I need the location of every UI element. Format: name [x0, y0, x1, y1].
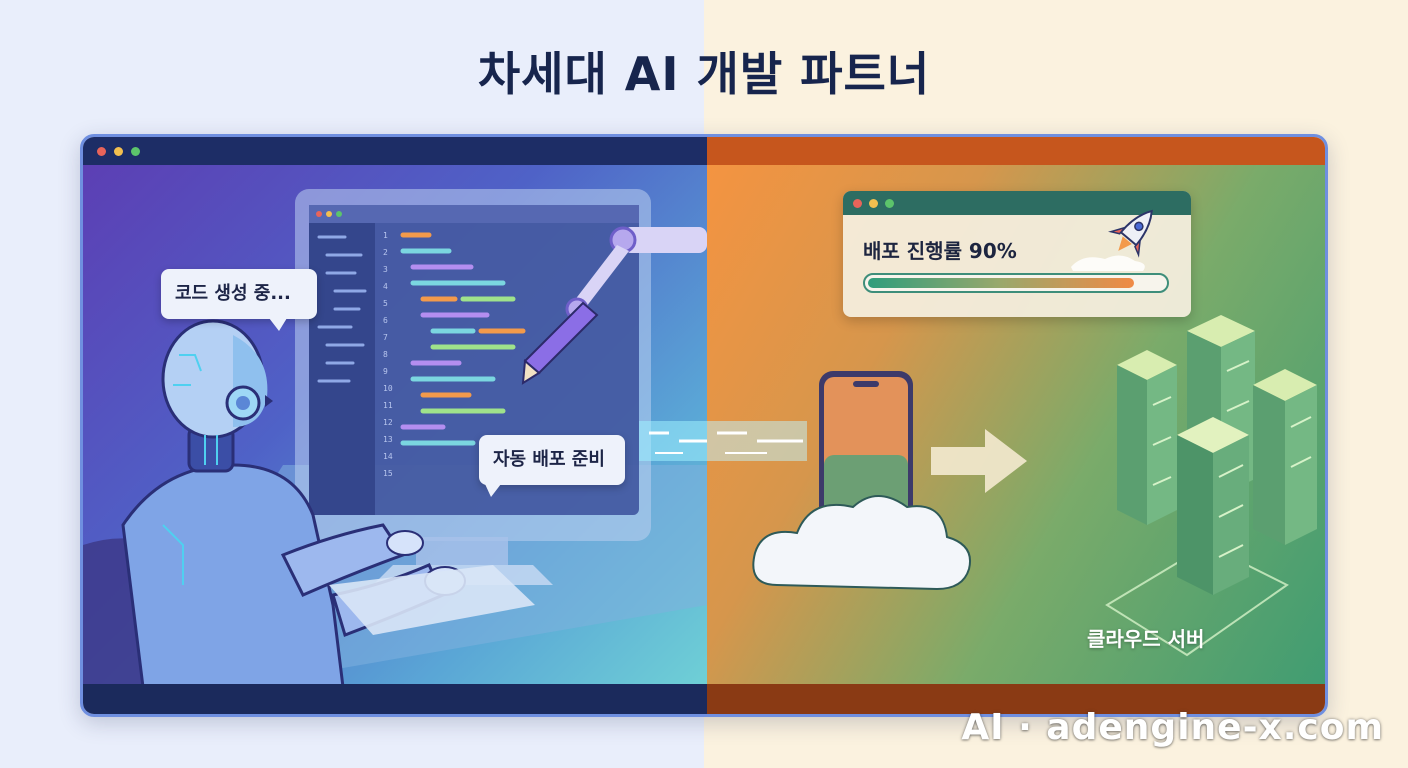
generating-code-bubble: 코드 생성 중... — [161, 269, 317, 331]
ai-coding-scene: 1 2 3 4 5 6 7 8 9 10 11 12 13 14 15 — [83, 165, 707, 687]
cloud-server-caption: 클라우드 서버 — [1087, 627, 1205, 651]
window-close-dot[interactable] — [97, 147, 106, 156]
app-window: 1 2 3 4 5 6 7 8 9 10 11 12 13 14 15 — [80, 134, 1328, 717]
line-number: 3 — [383, 265, 388, 274]
page-title: 차세대 AI 개발 파트너 — [477, 47, 931, 101]
window-bottombar-right — [707, 684, 1325, 714]
server-platform — [1105, 543, 1289, 657]
watermark-text: AI · adengine-x.com — [961, 707, 1384, 748]
line-number: 8 — [383, 350, 388, 359]
auto-deploy-bubble: 자동 배포 준비 — [479, 435, 625, 497]
deploy-window-titlebar — [843, 191, 1191, 215]
keyboard-icon — [329, 565, 535, 635]
rocket-icon — [1071, 209, 1153, 271]
cloud-deploy-scene: 배포 진행률 90% 클라우드 서버 — [707, 165, 1325, 687]
deploy-progress-label: 배포 진행률 90% — [863, 239, 1017, 263]
ai-coding-illustration: 1 2 3 4 5 6 7 8 9 10 11 12 13 14 15 — [83, 189, 707, 687]
line-number: 12 — [383, 418, 393, 427]
line-number: 15 — [383, 469, 393, 478]
line-number: 11 — [383, 401, 393, 410]
line-number: 13 — [383, 435, 393, 444]
line-number: 1 — [383, 231, 388, 240]
code-lines — [400, 232, 526, 446]
window-bottombar-left — [83, 684, 707, 714]
line-number: 5 — [383, 299, 388, 308]
line-number: 2 — [383, 248, 388, 257]
cloud-deploy-illustration — [707, 315, 1317, 657]
pen-icon — [521, 301, 599, 385]
deploy-window-close-dot[interactable] — [853, 199, 862, 208]
monitor-icon — [295, 189, 651, 585]
deploy-progress-window: 배포 진행률 90% — [843, 191, 1191, 317]
deploy-window-minimize-dot[interactable] — [869, 199, 878, 208]
line-number-gutter: 1 2 3 4 5 6 7 8 9 10 11 12 13 14 15 — [383, 231, 393, 478]
deploy-progress-fill — [868, 278, 1134, 288]
line-number: 4 — [383, 282, 388, 291]
arrow-right-icon — [931, 429, 1027, 493]
cloud-icon — [752, 495, 971, 591]
window-titlebar-left — [83, 137, 707, 165]
line-number: 6 — [383, 316, 388, 325]
window-maximize-dot[interactable] — [131, 147, 140, 156]
window-titlebar-right — [707, 137, 1325, 165]
line-number: 9 — [383, 367, 388, 376]
line-number: 7 — [383, 333, 388, 342]
deploy-progress-bar — [863, 273, 1169, 293]
data-stream-beam-right — [707, 421, 807, 461]
line-number: 14 — [383, 452, 393, 461]
deploy-window-maximize-dot[interactable] — [885, 199, 894, 208]
data-stream-beam — [639, 421, 707, 461]
window-minimize-dot[interactable] — [114, 147, 123, 156]
server-rack-icon — [1117, 315, 1317, 595]
line-number: 10 — [383, 384, 393, 393]
